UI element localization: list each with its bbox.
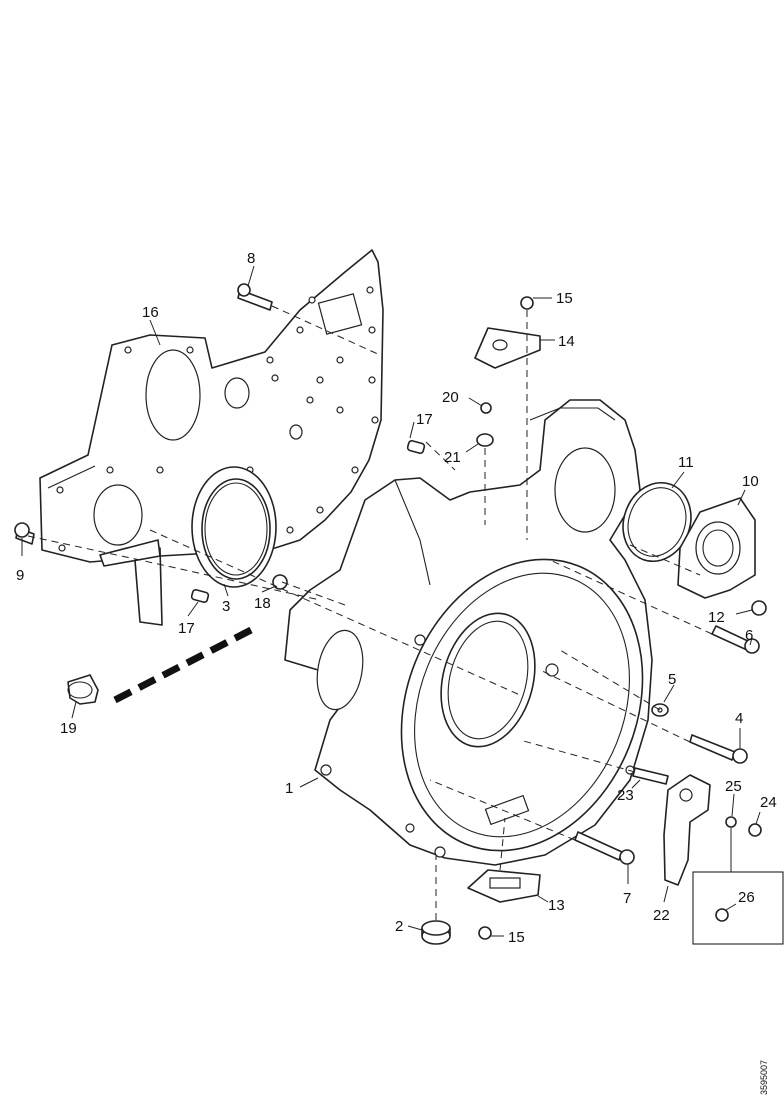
callout-6: 6 — [745, 627, 753, 644]
plug-2 — [421, 920, 451, 945]
callout-12: 12 — [708, 609, 725, 626]
callout-25: 25 — [725, 778, 742, 795]
plug-19 — [67, 674, 99, 705]
bolt-4 — [689, 734, 748, 764]
gasket-top — [474, 327, 541, 369]
gasket-bottom — [467, 869, 541, 903]
callout-17-upper: 17 — [416, 411, 433, 428]
cover-plate — [677, 497, 756, 599]
nut-15-top — [520, 296, 534, 310]
bolt-6 — [711, 625, 760, 654]
washer-25 — [725, 816, 737, 828]
callout-20: 20 — [442, 389, 459, 406]
callout-17-lower: 17 — [178, 620, 195, 637]
nut-24 — [748, 823, 762, 837]
dowel-17-upper — [406, 439, 426, 455]
callouts: 1 2 3 4 5 6 7 8 9 10 11 12 13 14 15 15 1 — [16, 250, 777, 946]
callout-1: 1 — [285, 780, 293, 797]
bolt-8 — [237, 283, 273, 311]
nut-15-bottom — [478, 926, 492, 940]
bracket — [663, 774, 711, 886]
callout-11: 11 — [678, 454, 694, 471]
detail-inset-26 — [692, 828, 784, 945]
callout-5: 5 — [668, 671, 676, 688]
callout-23: 23 — [617, 787, 634, 804]
crankshaft-seal-ring — [191, 466, 277, 588]
bolt-18 — [272, 574, 288, 590]
bolt-12 — [751, 600, 767, 616]
callout-19: 19 — [60, 720, 77, 737]
o-ring — [622, 481, 692, 563]
callout-16: 16 — [142, 304, 159, 321]
callout-8: 8 — [247, 250, 255, 267]
callout-15-bottom: 15 — [508, 929, 525, 946]
callout-7: 7 — [623, 890, 631, 907]
stud-23 — [632, 767, 669, 785]
assembly-lines — [27, 305, 713, 920]
flywheel-housing — [284, 399, 653, 866]
callout-18: 18 — [254, 595, 271, 612]
washer-21 — [476, 433, 494, 447]
callout-26: 26 — [738, 889, 755, 906]
callout-3: 3 — [222, 598, 230, 615]
dowel-17-lower — [190, 588, 210, 604]
callout-24: 24 — [760, 794, 777, 811]
callout-9: 9 — [16, 567, 24, 584]
screw-20 — [480, 402, 492, 414]
callout-10: 10 — [742, 473, 759, 490]
callout-21: 21 — [444, 449, 461, 466]
callout-22: 22 — [653, 907, 670, 924]
callout-4: 4 — [735, 710, 743, 727]
bolt-7 — [574, 831, 635, 865]
bolt-9 — [14, 522, 35, 545]
callout-13: 13 — [548, 897, 565, 914]
callout-15-top: 15 — [556, 290, 573, 307]
callout-14: 14 — [558, 333, 575, 350]
drawing-reference-code: 3595007 — [759, 1060, 769, 1095]
callout-2: 2 — [395, 918, 403, 935]
timing-cover-plate — [39, 249, 384, 626]
